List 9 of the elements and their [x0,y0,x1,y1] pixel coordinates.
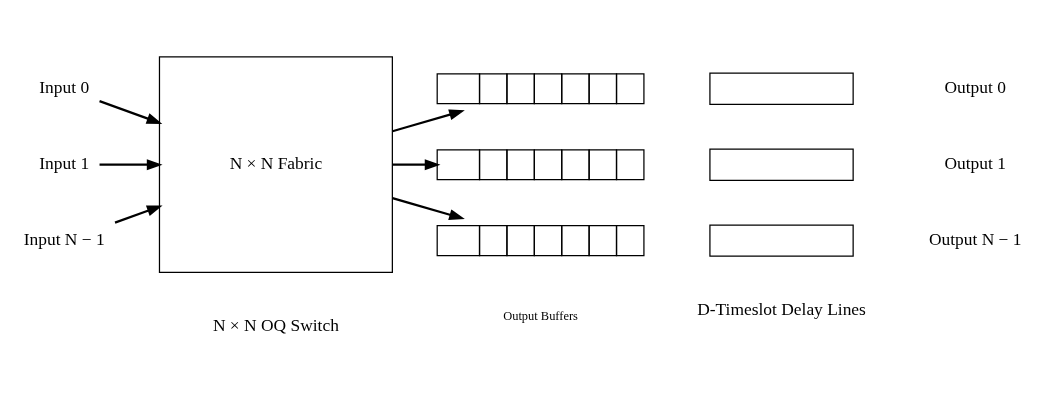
label: N × N OQ Switch [212,314,339,335]
node-text: Input 0 [39,76,90,97]
label: Output 1 [944,152,1006,173]
node-text: Input 1 [39,152,90,173]
label: Output 0 [944,76,1006,97]
label: D-Timeslot Delay Lines [697,298,866,319]
label: Output N − 1 [928,228,1022,249]
node-text: Input N − 1 [23,228,105,249]
label: Output Buffers [503,308,578,323]
